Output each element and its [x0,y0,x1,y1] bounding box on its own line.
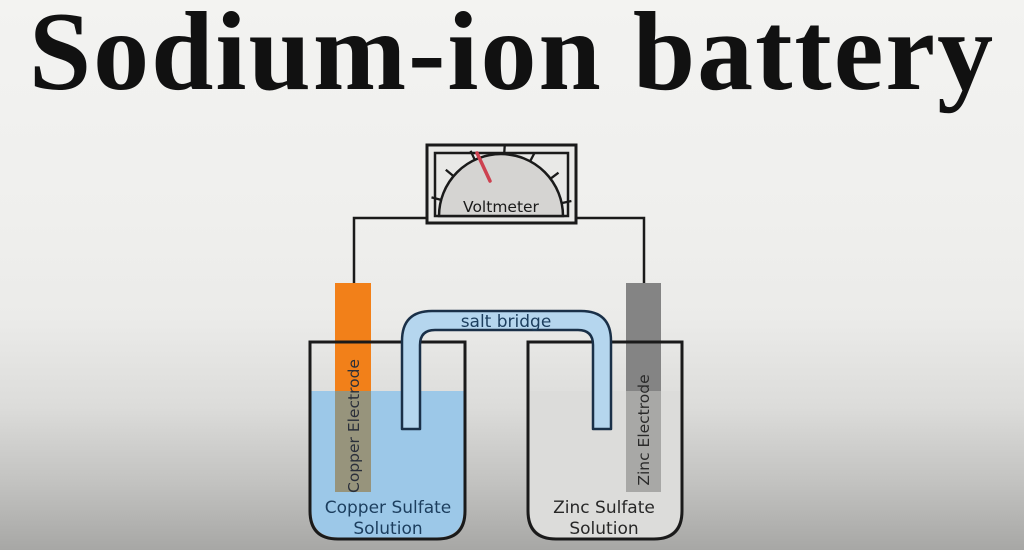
solution-label-right-line1: Zinc Sulfate [553,498,655,518]
salt-bridge-tube [400,309,613,431]
voltmeter-label: Voltmeter [463,198,540,216]
voltmeter-needle [475,151,492,183]
copper-electrode-submerged [335,391,371,492]
voltmeter: Voltmeter [425,143,578,225]
zinc-electrode-label: Zinc Electrode [635,374,653,485]
zinc-electrode-top [626,283,661,391]
zinc-electrode: Zinc Electrode [626,283,661,492]
solution-label-right: Zinc Sulfate Solution [553,498,655,539]
voltmeter-dial [437,152,565,218]
salt-bridge-label: salt bridge [461,312,552,332]
solution-label-left-line2: Solution [353,519,422,539]
zinc-electrode-submerged [626,391,661,492]
beaker-right [526,340,684,541]
copper-electrode-label: Copper Electrode [345,359,363,493]
dial-ticks [431,144,572,205]
copper-electrode: Copper Electrode [335,283,371,493]
salt-bridge: salt bridge [400,309,613,431]
beaker-left [308,340,467,541]
solution-label-left: Copper Sulfate Solution [325,498,452,539]
solution-label-left-line1: Copper Sulfate [325,498,452,518]
solution-label-right-line2: Solution [569,519,638,539]
page-title: Sodium-ion battery [28,0,996,114]
wire-left [352,216,428,286]
copper-electrode-top [335,283,371,391]
wire-right [575,216,646,286]
